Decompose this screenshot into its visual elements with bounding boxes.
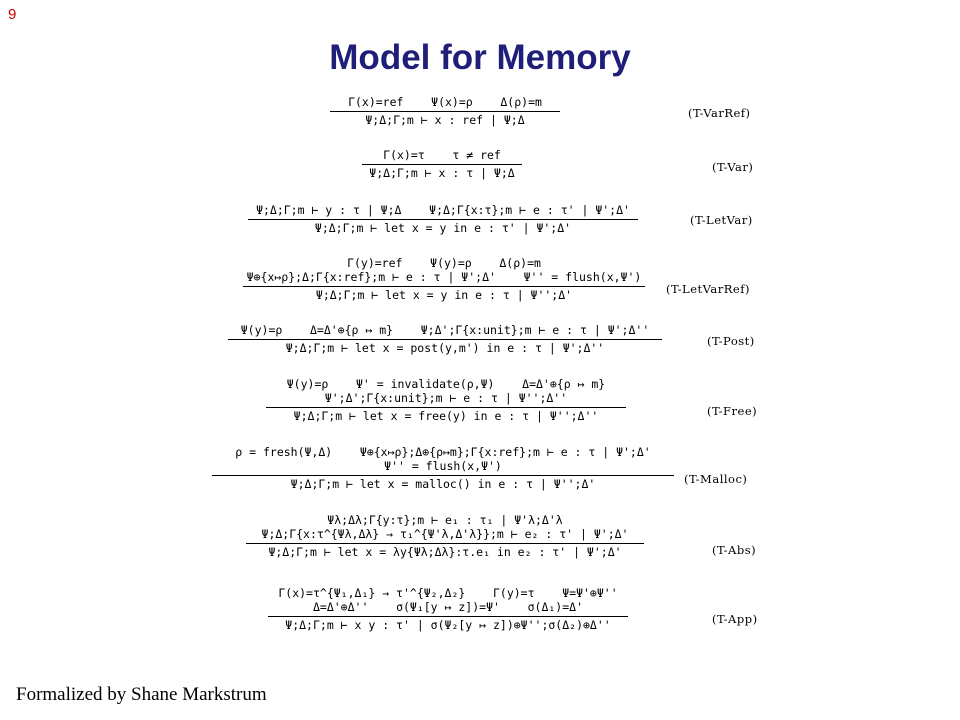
inference-bar xyxy=(248,219,638,220)
inference-bar xyxy=(243,286,645,287)
rule-t-abs: Ψλ;Δλ;Γ{y:τ};m ⊢ e₁ : τ₁ | Ψ'λ;Δ'λ Ψ;Δ;Γ… xyxy=(246,513,644,559)
rule-t-post: Ψ(y)=ρ Δ=Δ'⊕{ρ ↦ m} Ψ;Δ';Γ{x:unit};m ⊢ e… xyxy=(228,323,662,355)
rule-conclusion: Ψ;Δ;Γ;m ⊢ let x = free(y) in e : τ | Ψ''… xyxy=(293,409,599,423)
rule-premise: Γ(x)=τ τ ≠ ref xyxy=(383,148,501,162)
rule-name: (T-Var) xyxy=(712,160,754,174)
rule-premise: Γ(x)=τ^{Ψ₁,Δ₁} → τ'^{Ψ₂,Δ₂} Γ(y)=τ Ψ=Ψ'⊕… xyxy=(278,586,618,600)
rule-conclusion: Ψ;Δ;Γ;m ⊢ let x = y in e : τ | Ψ'';Δ' xyxy=(315,288,573,302)
rule-name: (T-App) xyxy=(712,612,758,626)
rule-premise: Ψλ;Δλ;Γ{y:τ};m ⊢ e₁ : τ₁ | Ψ'λ;Δ'λ xyxy=(327,513,563,527)
inference-bar xyxy=(362,164,522,165)
rule-conclusion: Ψ;Δ;Γ;m ⊢ x : ref | Ψ;Δ xyxy=(365,113,525,127)
rule-t-varref: Γ(x)=ref Ψ(x)=ρ Δ(ρ)=m Ψ;Δ;Γ;m ⊢ x : ref… xyxy=(330,95,560,127)
rule-name: (T-Free) xyxy=(707,404,758,418)
rule-t-free: Ψ(y)=ρ Ψ' = invalidate(ρ,Ψ) Δ=Δ'⊕{ρ ↦ m}… xyxy=(266,377,626,423)
slide-title: Model for Memory xyxy=(329,38,631,77)
rule-name: (T-Post) xyxy=(707,334,755,348)
rule-conclusion: Ψ;Δ;Γ;m ⊢ let x = λy{Ψλ;Δλ}:τ.e₁ in e₂ :… xyxy=(268,545,622,559)
rule-premise: Γ(x)=ref Ψ(x)=ρ Δ(ρ)=m xyxy=(348,95,542,109)
inference-bar xyxy=(268,616,628,617)
rule-conclusion: Ψ;Δ;Γ;m ⊢ x : τ | Ψ;Δ xyxy=(369,166,515,180)
rule-conclusion: Ψ;Δ;Γ;m ⊢ x y : τ' | σ(Ψ₂[y ↦ z])⊕Ψ'';σ(… xyxy=(285,618,611,632)
rule-name: (T-LetVarRef) xyxy=(666,282,750,296)
rule-premise: Ψ'' = flush(x,Ψ') xyxy=(384,459,502,473)
rule-premise: Ψ';Δ';Γ{x:unit};m ⊢ e : τ | Ψ'';Δ'' xyxy=(324,391,568,405)
rule-name: (T-LetVar) xyxy=(690,213,753,227)
rule-premise: Δ=Δ'⊕Δ'' σ(Ψ₁[y ↦ z])=Ψ' σ(Δ₁)=Δ' xyxy=(312,600,584,614)
inference-bar xyxy=(228,339,662,340)
rule-name: (T-Abs) xyxy=(712,543,757,557)
rule-t-malloc: ρ = fresh(Ψ,Δ) Ψ⊕{x↦ρ};Δ⊕{ρ↦m};Γ{x:ref};… xyxy=(212,445,674,491)
rule-t-letvar: Ψ;Δ;Γ;m ⊢ y : τ | Ψ;Δ Ψ;Δ;Γ{x:τ};m ⊢ e :… xyxy=(248,203,638,235)
rule-conclusion: Ψ;Δ;Γ;m ⊢ let x = post(y,m') in e : τ | … xyxy=(285,341,605,355)
rule-name: (T-Malloc) xyxy=(684,472,748,486)
inference-bar xyxy=(266,407,626,408)
credit-text: Formalized by Shane Markstrum xyxy=(16,684,267,705)
rule-name: (T-VarRef) xyxy=(688,106,751,120)
rule-premise: Γ(y)=ref Ψ(y)=ρ Δ(ρ)=m xyxy=(347,256,541,270)
rule-t-app: Γ(x)=τ^{Ψ₁,Δ₁} → τ'^{Ψ₂,Δ₂} Γ(y)=τ Ψ=Ψ'⊕… xyxy=(268,586,628,632)
rule-premise: Ψ;Δ;Γ;m ⊢ y : τ | Ψ;Δ Ψ;Δ;Γ{x:τ};m ⊢ e :… xyxy=(256,203,630,217)
rule-t-letvarref: Γ(y)=ref Ψ(y)=ρ Δ(ρ)=m Ψ⊕{x↦ρ};Δ;Γ{x:ref… xyxy=(243,256,645,302)
rule-premise: Ψ;Δ;Γ{x:τ^{Ψλ,Δλ} → τ₁^{Ψ'λ,Δ'λ}};m ⊢ e₂… xyxy=(261,527,629,541)
rule-t-var: Γ(x)=τ τ ≠ ref Ψ;Δ;Γ;m ⊢ x : τ | Ψ;Δ xyxy=(362,148,522,180)
rule-premise: Ψ(y)=ρ Δ=Δ'⊕{ρ ↦ m} Ψ;Δ';Γ{x:unit};m ⊢ e… xyxy=(240,323,650,337)
inference-bar xyxy=(246,543,644,544)
rule-conclusion: Ψ;Δ;Γ;m ⊢ let x = y in e : τ' | Ψ';Δ' xyxy=(314,221,572,235)
rule-premise: Ψ⊕{x↦ρ};Δ;Γ{x:ref};m ⊢ e : τ | Ψ';Δ' Ψ''… xyxy=(246,270,642,284)
inference-bar xyxy=(212,475,674,476)
inference-bar xyxy=(330,111,560,112)
rule-conclusion: Ψ;Δ;Γ;m ⊢ let x = malloc() in e : τ | Ψ'… xyxy=(290,477,596,491)
slide-number: 9 xyxy=(8,6,17,23)
rule-premise: ρ = fresh(Ψ,Δ) Ψ⊕{x↦ρ};Δ⊕{ρ↦m};Γ{x:ref};… xyxy=(235,445,651,459)
rule-premise: Ψ(y)=ρ Ψ' = invalidate(ρ,Ψ) Δ=Δ'⊕{ρ ↦ m} xyxy=(286,377,606,391)
